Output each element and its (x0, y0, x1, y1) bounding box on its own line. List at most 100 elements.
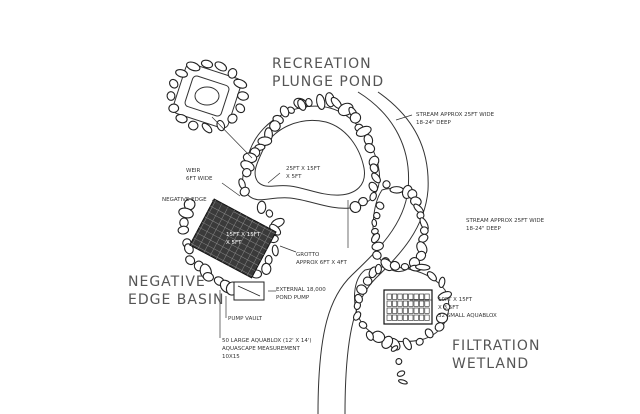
boulder (418, 233, 429, 243)
boulder (369, 163, 379, 174)
boulder (371, 241, 384, 252)
boulder (426, 271, 437, 282)
boulder (200, 59, 214, 69)
boulder (442, 302, 451, 311)
boulder (168, 103, 180, 113)
boulder (227, 113, 238, 124)
boulder (256, 200, 267, 215)
boulder (169, 78, 179, 89)
boulder (390, 345, 399, 352)
label-stream-mid-2: 18-24" DEEP (466, 226, 501, 232)
boulder (269, 120, 281, 132)
label-pond-size-1: 25FT X 15FT (286, 166, 321, 172)
label-weir-2: 6FT WIDE (186, 176, 213, 182)
boulder (185, 255, 196, 266)
boulder (175, 69, 188, 78)
boulder (372, 250, 382, 260)
boulder (415, 337, 424, 346)
boulder (354, 293, 363, 304)
boulder (261, 262, 272, 275)
boulder (297, 98, 307, 111)
label-grotto-1: GROTTO (296, 252, 320, 258)
negative-edge-basin-grid (189, 198, 277, 279)
boulder (375, 201, 385, 210)
title-recreation-line2: PLUNGE POND (272, 74, 384, 90)
boulder (279, 105, 290, 118)
boulder (374, 263, 382, 275)
label-aquablox-1: 50 LARGE AQUABLOX (12' X 14') (222, 338, 312, 344)
boulder (371, 218, 378, 228)
boulder (370, 232, 381, 244)
label-basin-size-2: X 5FT (226, 240, 242, 246)
label-wetland-2: X 3.5FT (438, 305, 459, 311)
boulder-edging (177, 92, 452, 385)
boulder (424, 328, 434, 339)
title-recreation-line1: RECREATION (272, 56, 372, 72)
title-filtration-line2: WETLAND (452, 356, 529, 372)
label-pump-vault: PUMP VAULT (228, 316, 263, 322)
boulder (380, 258, 394, 272)
boulder (239, 186, 250, 197)
boulder (371, 172, 381, 184)
boulder (415, 263, 431, 271)
boulder (395, 357, 403, 366)
boulder (237, 91, 249, 101)
boulder (349, 201, 362, 214)
boulder (349, 112, 362, 124)
title-filtration-line1: FILTRATION (452, 338, 540, 354)
boulder (419, 226, 429, 235)
boulder (241, 168, 252, 178)
patio-rocks (166, 59, 249, 134)
boulder (369, 191, 377, 202)
boulder (201, 122, 213, 134)
boulder (202, 272, 214, 282)
boulder (434, 322, 445, 332)
label-basin-size-1: 15FT X 15FT (226, 232, 261, 238)
title-negative-edge-line2: EDGE BASIN (128, 292, 224, 308)
boulder (396, 370, 406, 377)
label-stream-top-1: STREAM APPROX 25FT WIDE (416, 112, 495, 118)
boulder (389, 186, 404, 194)
label-aquablox-2: AQUASCAPE MEASUREMENT (222, 346, 301, 352)
river-banks (317, 91, 429, 414)
boulder (362, 276, 373, 286)
filtration-wetland-grid (383, 289, 433, 325)
label-stream-top-2: 18-24" DEEP (416, 120, 451, 126)
boulder (382, 180, 391, 189)
label-wetland-3: 32 SMALL AQUABLOX (438, 313, 497, 319)
patio-structure (172, 63, 242, 129)
boulder (356, 284, 368, 295)
leader-lines (211, 114, 432, 338)
boulder (186, 61, 201, 72)
boulder (227, 68, 238, 79)
boulder (316, 93, 326, 110)
title-negative-edge-line1: NEGATIVE (128, 274, 206, 290)
boulder (166, 91, 176, 101)
boulder (438, 276, 446, 289)
label-pump-2: POND PUMP (276, 295, 310, 301)
label-wetland-1: 10FT X 15FT (438, 297, 473, 303)
label-aquablox-3: 10X15 (222, 354, 240, 360)
boulder (365, 330, 374, 341)
pump-vault-box (233, 281, 265, 301)
boulder (265, 209, 274, 218)
label-pump-1: EXTERNAL 18,000 (276, 287, 326, 293)
label-pond-size-2: X 5FT (286, 174, 302, 180)
boulder (400, 263, 410, 271)
boulder (352, 311, 362, 321)
boulder (402, 337, 413, 351)
label-grotto-2: APPROX 6FT X 4FT (296, 260, 347, 266)
label-stream-mid-1: STREAM APPROX 25FT WIDE (466, 218, 545, 224)
boulder (437, 291, 452, 301)
boulder (235, 103, 246, 114)
boulder (175, 113, 188, 124)
label-weir-1: WEIR (186, 168, 201, 174)
boulder (233, 78, 248, 89)
boulder (398, 379, 408, 385)
boulder (373, 211, 381, 220)
boulder (257, 136, 273, 146)
label-negative-edge: NEGATIVE EDGE (162, 197, 207, 203)
boulder (305, 97, 313, 107)
boulder (177, 225, 190, 235)
